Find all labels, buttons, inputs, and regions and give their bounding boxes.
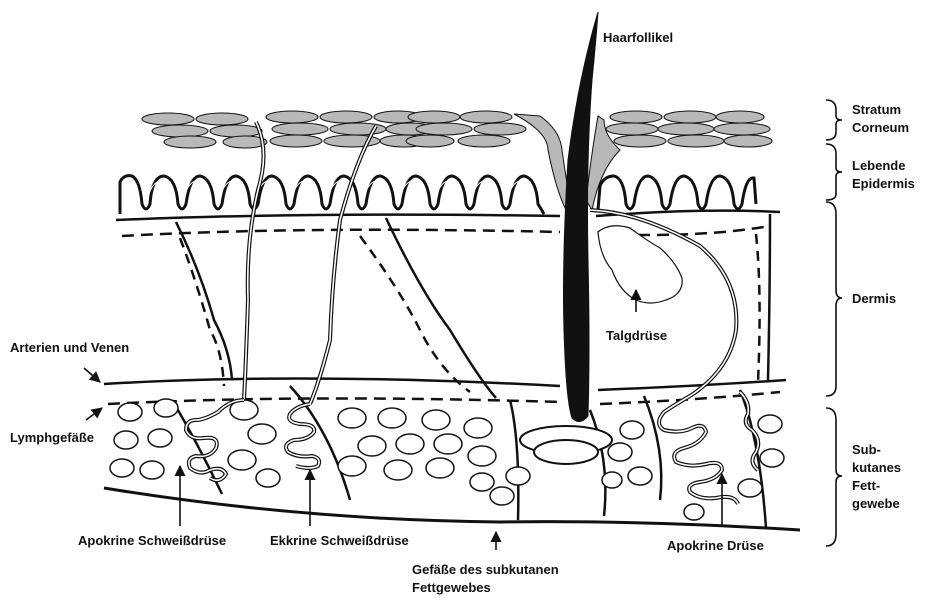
dermal-epidermal-junction [116,211,780,220]
label-living-epidermis-line1: Lebende [852,158,905,174]
living-epidermis-layer-right [598,176,756,210]
label-stratum-corneum-line1: Stratum [852,102,901,118]
label-eccrine-sweat-gland: Ekkrine Schweißdrüse [270,533,409,549]
hair-bulb [520,426,612,464]
label-apocrine-gland: Apokrine Drüse [667,538,764,554]
label-arteries-veins: Arterien und Venen [10,340,129,356]
label-dermis: Dermis [852,291,896,307]
living-epidermis-layer [120,176,544,214]
hair-shaft [564,12,599,422]
label-subcutaneous-vessels-line1: Gefäße des subkutanen [412,562,559,578]
label-subcutaneous-line2: kutanes [852,460,901,476]
label-living-epidermis-line2: Epidermis [852,176,915,192]
label-sebaceous-gland: Talgdrüse [606,328,667,344]
label-lymph-vessels: Lymphgefäße [10,430,94,446]
label-hair-follicle: Haarfollikel [603,30,673,46]
layer-braces [826,100,842,546]
label-subcutaneous-vessels-line2: Fettgewebes [412,580,491,596]
label-subcutaneous-line4: gewebe [852,496,900,512]
sebaceous-gland [598,226,682,303]
stratum-corneum-cells [142,111,772,148]
dermis-subcutis-boundary [104,378,786,390]
label-apocrine-sweat-gland: Apokrine Schweißdrüse [78,533,226,549]
label-subcutaneous-line1: Sub- [852,442,881,458]
label-subcutaneous-line3: Fett- [852,478,880,494]
label-stratum-corneum-line2: Corneum [852,120,909,136]
